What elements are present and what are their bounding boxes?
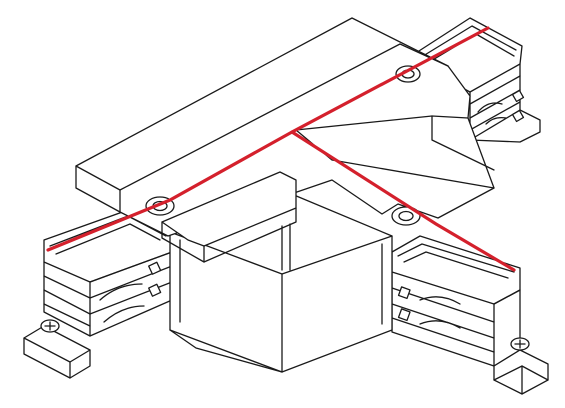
conductor-line-branch bbox=[290, 130, 516, 272]
conductor-line-main bbox=[46, 26, 490, 252]
t-cover-inner bbox=[161, 171, 297, 263]
track-left bbox=[23, 209, 173, 379]
track-right bbox=[391, 235, 549, 395]
screw-icon-right bbox=[510, 337, 530, 351]
hole-top bbox=[395, 65, 421, 83]
conductor-highlight bbox=[46, 26, 516, 272]
screw-icon-left bbox=[40, 319, 60, 333]
hole-right bbox=[391, 206, 421, 226]
